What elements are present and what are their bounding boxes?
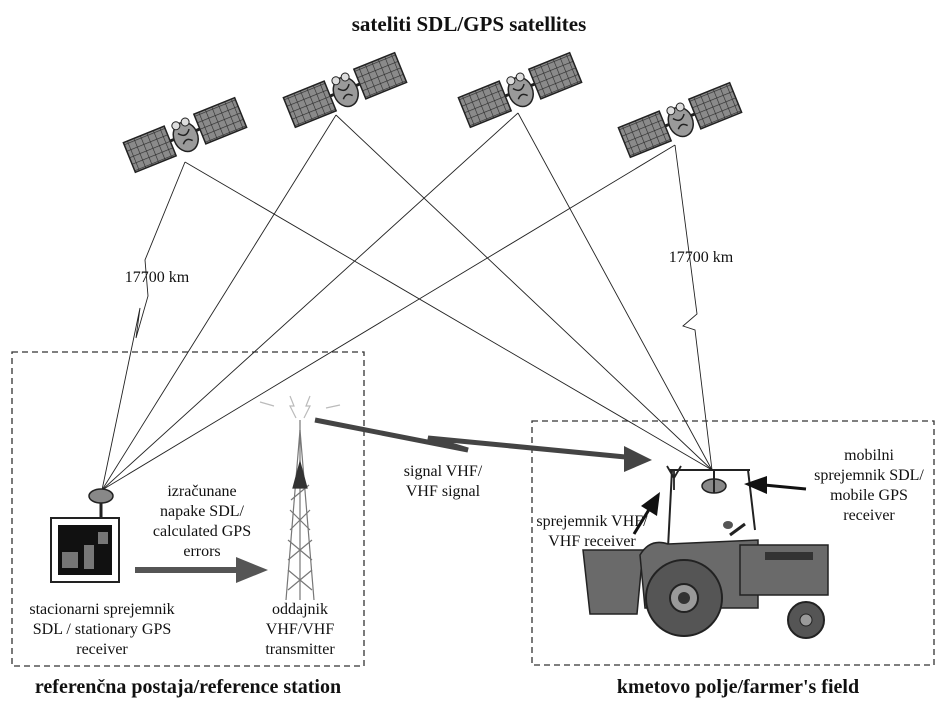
vhf-signal-label: signal VHF/ VHF signal	[403, 463, 483, 500]
stationary-receiver-icon	[50, 488, 120, 583]
reference-station-label: referenčna postaja/reference station	[34, 676, 342, 698]
calculated-errors-label: izračunane napake SDL/ calculated GPS er…	[152, 483, 252, 560]
vhf-receiver-arrow	[632, 492, 660, 535]
farmer-field-label: kmetovo polje/farmer's field	[616, 676, 860, 698]
vhf-signal-arrow	[314, 417, 652, 472]
distance-label-right: 17700 km	[668, 249, 734, 266]
transmitter-label: oddajnik VHF/VHF transmitter	[265, 601, 335, 658]
stationary-receiver-label: stacionarni sprejemnik SDL / stationary …	[29, 601, 175, 658]
mobile-receiver-arrow	[744, 476, 807, 494]
diagram-title: sateliti SDL/GPS satellites	[351, 12, 587, 36]
farmer-field-box	[531, 420, 935, 666]
tractor-icon	[582, 465, 829, 639]
mobile-receiver-label: mobilni sprejemnik SDL/ mobile GPS recei…	[814, 447, 924, 524]
transmitter-tower-icon	[259, 395, 341, 601]
distance-label-left: 17700 km	[124, 269, 190, 286]
satellite-signal-lines	[101, 112, 713, 491]
satellite-2	[281, 51, 409, 130]
vhf-receiver-label: sprejemnik VHF/ VHF receiver	[536, 513, 648, 550]
calculated-errors-arrow	[135, 557, 268, 583]
satellite-4	[616, 81, 744, 160]
